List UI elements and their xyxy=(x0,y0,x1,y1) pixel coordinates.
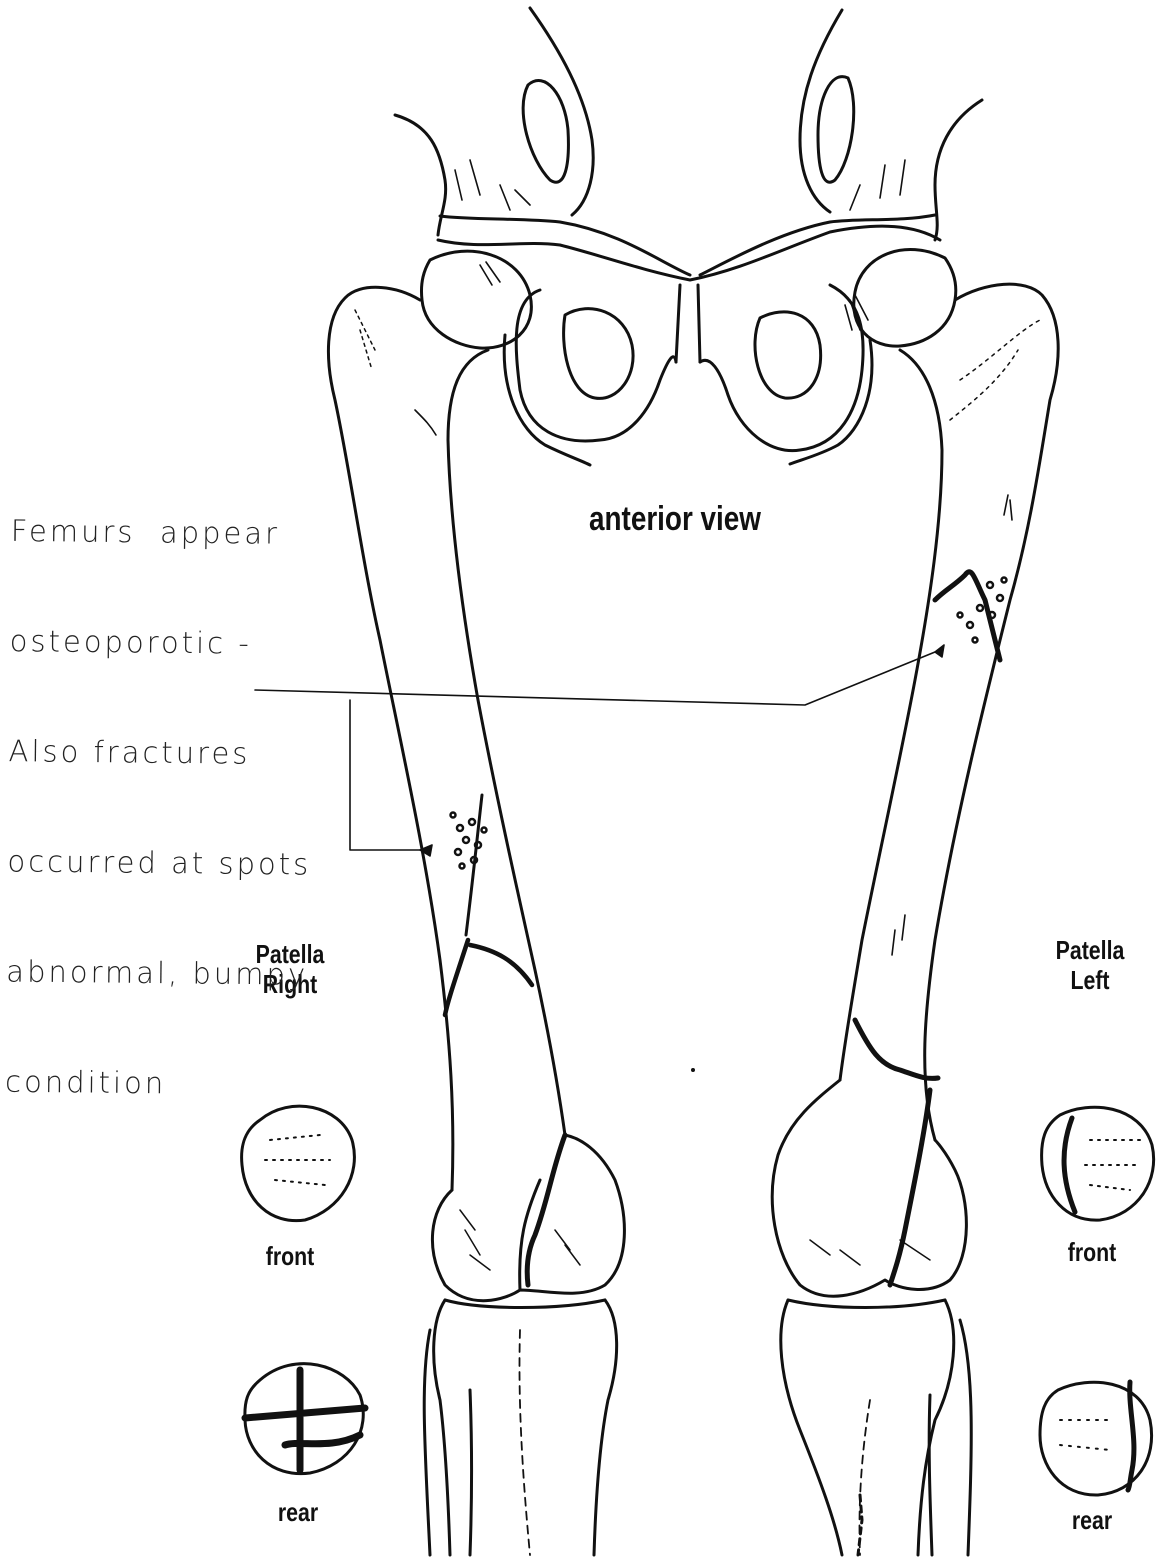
patella-left-front-label: front xyxy=(1051,1238,1133,1268)
left-femur xyxy=(772,250,1058,1297)
patella-left-heading-line1: Patella xyxy=(1041,936,1139,966)
left-tibia xyxy=(781,1300,971,1555)
speck xyxy=(691,1068,695,1072)
right-tibia xyxy=(424,1300,616,1555)
handwritten-annotation: Femurs appear osteoporotic - Also fractu… xyxy=(4,439,382,1177)
pelvis xyxy=(395,8,982,465)
patella-right-rear-label: rear xyxy=(257,1498,339,1528)
patella-left-rear-label: rear xyxy=(1051,1506,1133,1536)
patella-left-rear xyxy=(1040,1382,1152,1495)
patella-left-heading-line2: Left xyxy=(1041,966,1139,996)
view-title: anterior view xyxy=(581,500,770,539)
annotation-line-6: condition xyxy=(5,1063,375,1104)
patella-left-front xyxy=(1042,1107,1154,1220)
patella-right-front-label: front xyxy=(249,1242,331,1272)
patella-right-rear xyxy=(245,1364,365,1474)
patella-left-heading: Patella Left xyxy=(1041,936,1139,996)
annotation-line-1: Femurs appear xyxy=(11,512,381,553)
annotation-line-4: occurred at spots xyxy=(7,843,377,884)
annotation-line-5: abnormal, bumpy xyxy=(6,953,376,994)
annotation-line-2: osteoporotic - xyxy=(10,622,380,663)
annotation-line-3: Also fractures xyxy=(8,733,378,774)
